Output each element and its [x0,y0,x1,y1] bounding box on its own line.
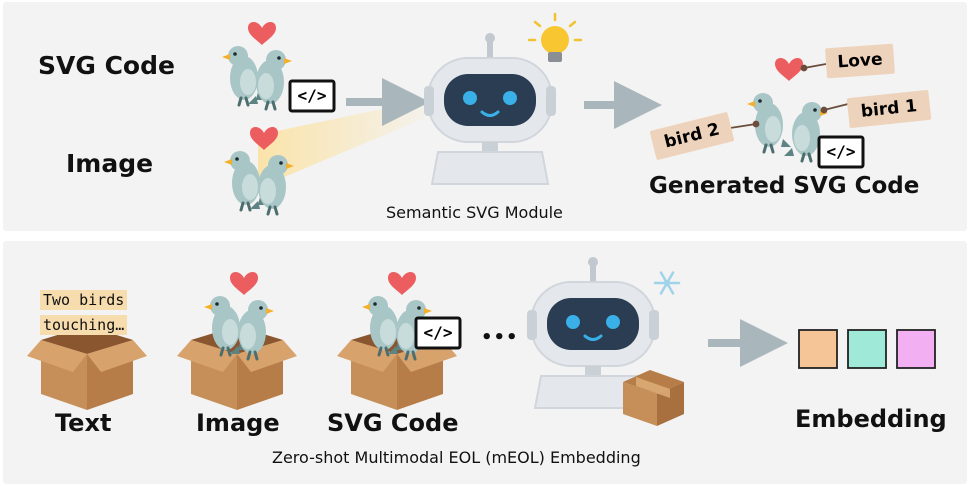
text-box-icon [27,326,147,410]
svg-code-input-label: SVG Code [38,51,175,80]
ellipsis-dots: ••• [481,327,519,348]
image-input-label: Image [66,149,154,178]
tag-bird1 [846,89,932,129]
embedding-label: Embedding [795,405,947,433]
tag-leaders [729,63,849,129]
snowflake-icon [653,271,681,295]
tag-love-label: Love [836,49,884,73]
tag-bird2 [649,112,735,160]
semantic-svg-module-caption: Semantic SVG Module [386,203,563,222]
embedding-cell-1 [798,329,838,369]
heart-icon [775,58,803,81]
text-box-line-1: Two birds [40,290,128,310]
svg-code-modality-label: SVG Code [327,409,459,437]
lightbulb-icon [527,12,583,62]
text-box-line-2: touching… [40,315,128,335]
embedding-cell-3 [896,329,936,369]
bird-icon [222,22,292,109]
box-icon-robot [623,370,684,426]
box-icon [27,326,147,410]
image-modality-label: Image [196,409,280,437]
generated-svg-code-label: Generated SVG Code [649,173,920,199]
image-box-group [177,272,297,410]
robot-icon [424,33,556,184]
bird-pair-output [747,58,830,163]
bird-pair-svg-input [222,22,292,109]
tag-love [825,43,895,79]
code-glyph-output: </> [826,142,856,161]
embedding-cell-2 [847,329,887,369]
code-glyph-box: </> [423,323,453,342]
meol-caption: Zero-shot Multimodal EOL (mEOL) Embeddin… [272,448,641,467]
code-glyph-svg-input: </> [297,86,327,105]
text-modality-label: Text [55,409,112,437]
